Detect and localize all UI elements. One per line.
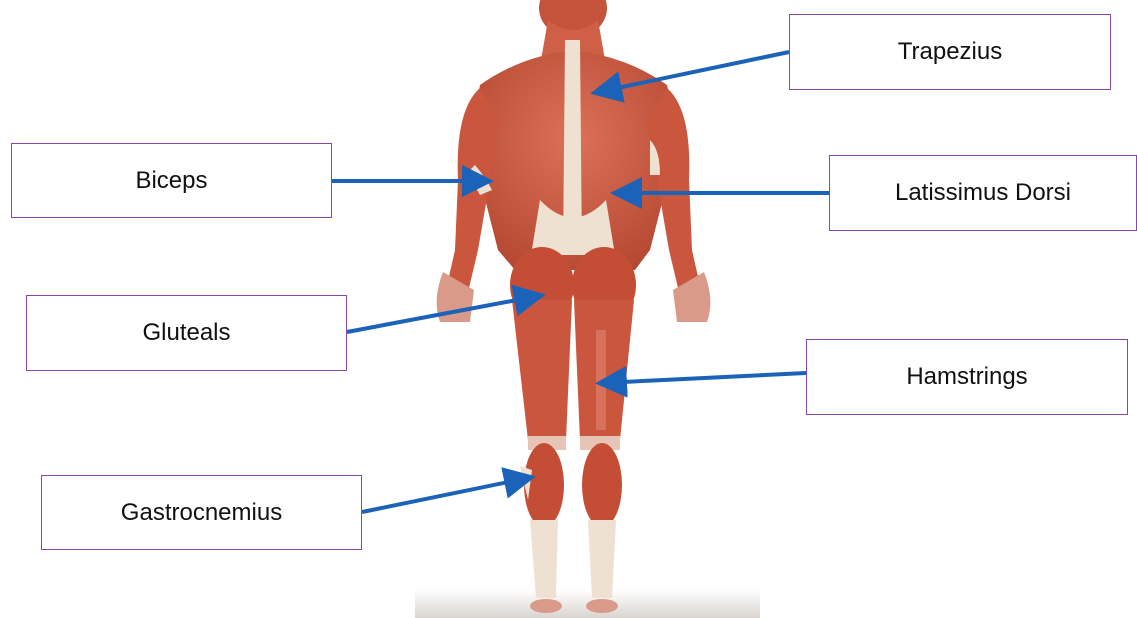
gluteals-label: Gluteals [26,295,347,371]
latissimus-dorsi-label-text: Latissimus Dorsi [895,179,1071,207]
hamstrings-arrow [603,373,806,383]
gluteals-label-text: Gluteals [142,319,230,347]
trapezius-label: Trapezius [789,14,1111,90]
biceps-label-text: Biceps [135,167,207,195]
trapezius-label-text: Trapezius [898,38,1002,66]
gastrocnemius-label-text: Gastrocnemius [121,499,282,527]
hamstrings-label: Hamstrings [806,339,1128,415]
gastrocnemius-arrow [362,478,528,512]
hamstrings-label-text: Hamstrings [906,363,1027,391]
gastrocnemius-label: Gastrocnemius [41,475,362,550]
latissimus-dorsi-label: Latissimus Dorsi [829,155,1137,231]
biceps-label: Biceps [11,143,332,218]
